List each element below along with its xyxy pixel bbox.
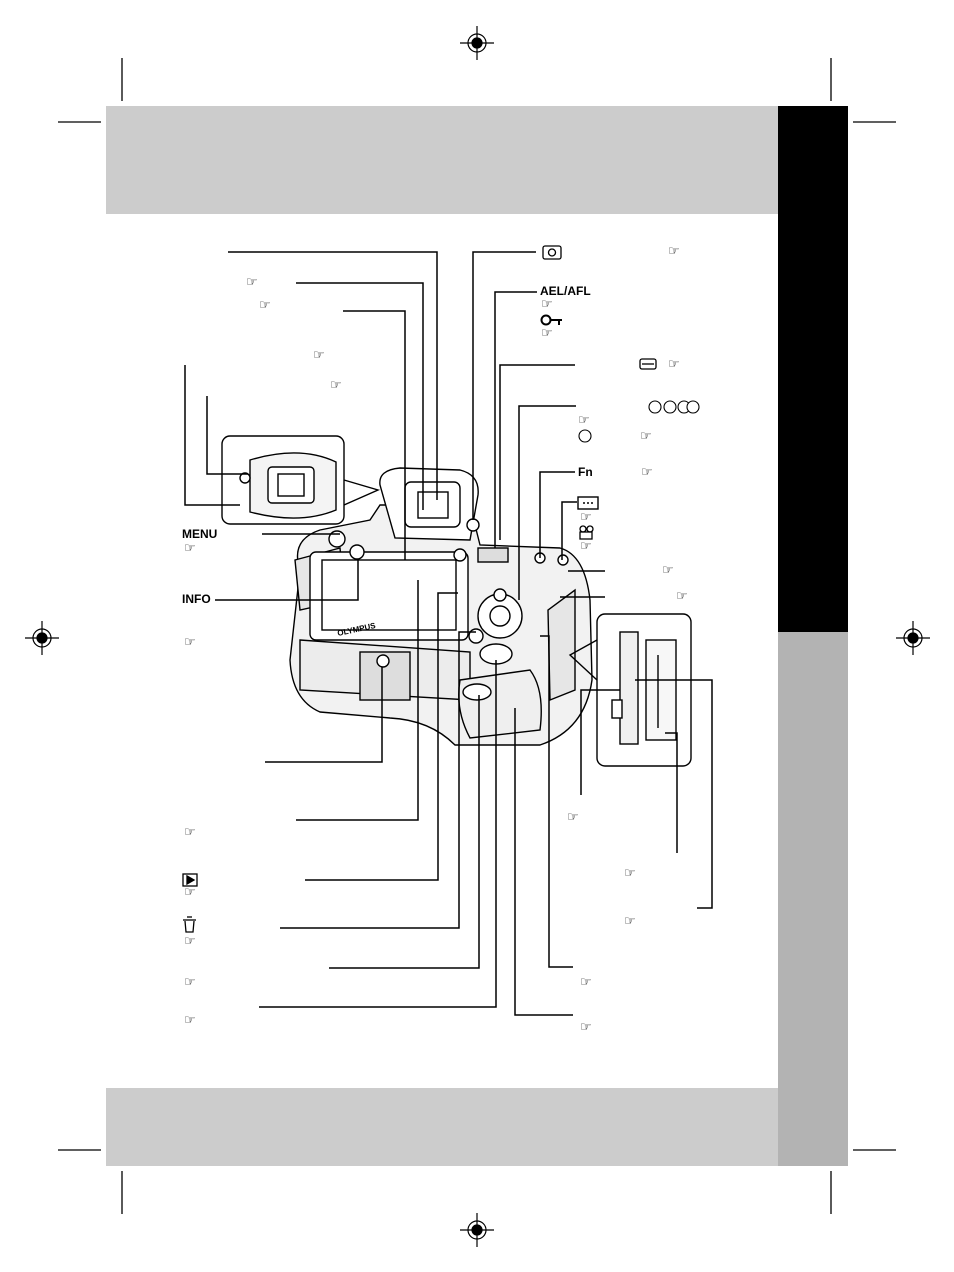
reference-pointer-icon: ☞: [330, 378, 342, 393]
reference-pointer-icon: ☞: [580, 1020, 592, 1035]
reference-pointer-icon: ☞: [184, 885, 196, 900]
reference-pointer-icon: ☞: [580, 975, 592, 990]
trash-icon: [183, 916, 196, 933]
reference-pointer-icon: ☞: [668, 244, 680, 259]
reference-pointer-icon: ☞: [184, 975, 196, 990]
aelafl-label: AEL/AFL: [540, 284, 591, 298]
leader-lines: [184, 251, 713, 1016]
header-band: [106, 106, 778, 214]
menu-label: MENU: [182, 527, 218, 541]
reference-pointer-icon: ☞: [541, 326, 553, 341]
registration-mark-icon: [25, 26, 930, 1247]
arrow-pad-icon: [648, 400, 700, 414]
footer-band: [106, 1088, 778, 1166]
crop-marks: [58, 58, 896, 1214]
reference-pointer-icon: ☞: [676, 589, 688, 604]
dial-icon: [639, 358, 657, 370]
fn-label: Fn: [578, 465, 593, 479]
reference-pointer-icon: ☞: [184, 934, 196, 949]
info-label: INFO: [182, 592, 211, 606]
reference-pointer-icon: ☞: [624, 914, 636, 929]
movie-icon: [579, 525, 594, 540]
side-tab-grey: [778, 632, 848, 1166]
side-tab-black: [778, 106, 848, 632]
reference-pointer-icon: ☞: [313, 348, 325, 363]
reference-pointer-icon: ☞: [580, 510, 592, 525]
reference-pointer-icon: ☞: [259, 298, 271, 313]
reference-pointer-icon: ☞: [662, 563, 674, 578]
ok-button-icon: [578, 429, 592, 443]
reference-pointer-icon: ☞: [668, 357, 680, 372]
reference-pointer-icon: ☞: [246, 275, 258, 290]
reference-pointer-icon: ☞: [184, 541, 196, 556]
camera-illustration: [289, 467, 593, 746]
reference-pointer-icon: ☞: [640, 429, 652, 444]
reference-pointer-icon: ☞: [567, 810, 579, 825]
lock-key-icon: [540, 314, 562, 326]
reference-pointer-icon: ☞: [580, 539, 592, 554]
reference-pointer-icon: ☞: [578, 413, 590, 428]
reference-pointer-icon: ☞: [541, 297, 553, 312]
eyepiece-inset: [221, 435, 381, 525]
reference-pointer-icon: ☞: [184, 1013, 196, 1028]
play-icon: [182, 873, 198, 887]
reference-pointer-icon: ☞: [624, 866, 636, 881]
reference-pointer-icon: ☞: [641, 465, 653, 480]
metering-icon: [542, 245, 562, 260]
reference-pointer-icon: ☞: [184, 825, 196, 840]
reference-pointer-icon: ☞: [184, 635, 196, 650]
card-slot-inset: [568, 613, 692, 767]
af-target-icon: [577, 496, 599, 510]
